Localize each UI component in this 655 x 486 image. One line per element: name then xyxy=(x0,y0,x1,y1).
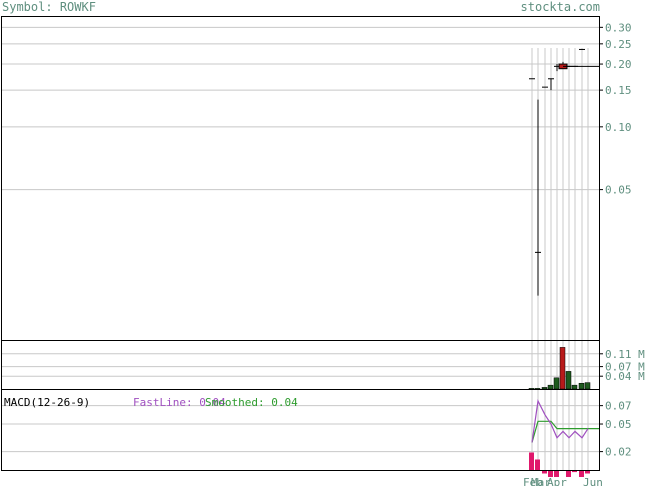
chart-frame xyxy=(1,16,600,471)
volume-tick-label: 0.04 M xyxy=(605,370,645,383)
macd-tick-label: 0.05 xyxy=(605,418,632,431)
volume-tick-label: 0.07 M xyxy=(605,361,645,374)
symbol-value: ROWKF xyxy=(59,0,96,14)
macd-tick-label: 0.02 xyxy=(605,446,632,459)
macd-fast-line xyxy=(531,399,589,443)
price-tick-label: 0.30 xyxy=(605,21,632,34)
site-name: stockta.com xyxy=(520,0,600,14)
volume-bar xyxy=(584,382,591,390)
volume-bar xyxy=(571,384,578,390)
volume-tick-label: 0.11 M xyxy=(605,348,645,361)
price-tick-label: 0.10 xyxy=(605,121,632,134)
macd-histogram-bar xyxy=(554,470,559,477)
x-axis-label: Feb xyxy=(523,476,543,486)
macd-smoothed-label: Smoothed: 0.04 xyxy=(205,396,298,409)
volume-bar xyxy=(553,377,560,390)
symbol-header: Symbol: ROWKF xyxy=(2,0,96,14)
macd-tick-label: 0.07 xyxy=(605,400,632,413)
macd-fast-label: FastLine: 0.04 xyxy=(133,396,226,409)
macd-histogram-bar xyxy=(579,470,584,477)
macd-histogram-bar xyxy=(566,470,571,477)
price-tick-label: 0.25 xyxy=(605,38,632,51)
macd-histogram-bar xyxy=(585,470,590,474)
volume-bar xyxy=(565,371,572,390)
price-tick-label: 0.15 xyxy=(605,84,632,97)
price-tick-label: 0.20 xyxy=(605,58,632,71)
macd-title: MACD(12-26-9) xyxy=(4,396,90,409)
macd-histogram-bar xyxy=(548,470,553,477)
x-axis-label: Mar xyxy=(531,476,551,486)
x-axis-label: Apr xyxy=(547,476,567,486)
macd-histogram-bar xyxy=(529,452,534,470)
macd-histogram-bar xyxy=(542,470,547,474)
volume-bar xyxy=(547,384,554,390)
volume-bar xyxy=(559,347,566,390)
x-axis-label: Jun xyxy=(583,476,603,486)
macd-histogram-bar xyxy=(535,459,540,470)
volume-bar xyxy=(541,387,548,390)
macd-histogram-bar xyxy=(572,470,577,473)
volume-bar xyxy=(578,382,585,390)
symbol-label: Symbol: xyxy=(2,0,53,14)
macd-smoothed-line xyxy=(531,420,599,443)
price-tick-label: 0.05 xyxy=(605,184,632,197)
